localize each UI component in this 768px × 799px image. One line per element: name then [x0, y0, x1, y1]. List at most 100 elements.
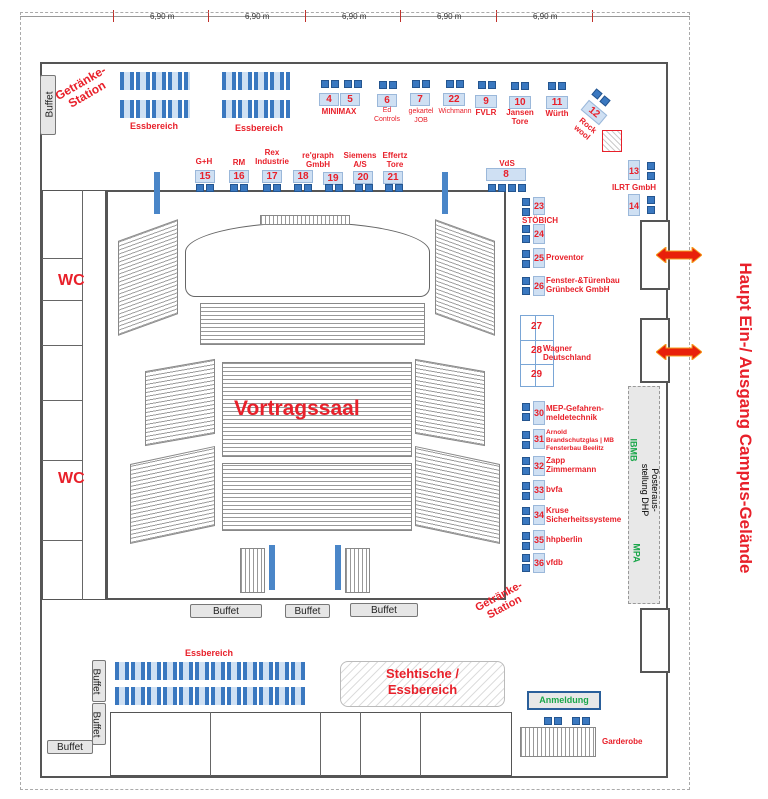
- stand-13: 13: [628, 160, 640, 180]
- hatched-area: [602, 130, 622, 152]
- booth: [522, 413, 530, 421]
- stand-29: 29: [531, 369, 543, 380]
- booth: [544, 717, 552, 725]
- stand-8: 8: [486, 168, 526, 181]
- stand-31: 31: [533, 429, 545, 449]
- dimension-line: [20, 16, 690, 17]
- wall: [42, 300, 82, 301]
- seating-block: [200, 303, 425, 345]
- exhibitor-gekartel: gekartel JOB: [408, 108, 434, 124]
- exhibitor-vfdb: vfdb: [546, 558, 563, 567]
- exhibitor-zapp: Zapp Zimmermann: [546, 456, 597, 474]
- stand-15: 15: [195, 170, 215, 183]
- booth: [522, 467, 530, 475]
- booth: [488, 81, 496, 89]
- booth: [354, 80, 362, 88]
- booth: [522, 542, 530, 550]
- stand-26: 26: [533, 276, 545, 296]
- booth: [412, 80, 420, 88]
- stand-35: 35: [533, 530, 545, 550]
- wall: [42, 345, 82, 346]
- booth: [263, 184, 271, 192]
- arrow-icon: [442, 172, 448, 214]
- booth: [511, 82, 519, 90]
- booth: [522, 507, 530, 515]
- booth: [446, 80, 454, 88]
- wall: [320, 712, 321, 776]
- booth: [522, 482, 530, 490]
- stand-23: 23: [533, 197, 545, 215]
- stand-30: 30: [533, 401, 545, 425]
- exhibitor-rex-industrie: Rex Industrie: [255, 148, 289, 166]
- booth: [331, 80, 339, 88]
- dimension-tick: [400, 10, 401, 22]
- booth: [522, 198, 530, 206]
- left-core: [42, 190, 106, 600]
- booth: [522, 260, 530, 268]
- bottom-rooms: [110, 712, 512, 776]
- entrance-door[interactable]: [640, 608, 670, 673]
- dimension-label: 6,90 m: [533, 12, 558, 21]
- exhibitor-wichmann: Wichmann: [438, 108, 472, 115]
- booth: [385, 184, 393, 192]
- stairs: [345, 548, 370, 593]
- dining-area-label: Essbereich: [235, 123, 284, 133]
- booth: [548, 82, 556, 90]
- exhibitor-stoebich: STÖBICH: [522, 216, 558, 225]
- stand-27: 27: [531, 321, 543, 332]
- buffet: Buffet: [285, 604, 330, 618]
- booth: [522, 403, 530, 411]
- exhibitor-gruenbeck: Fenster-&Türenbau Grünbeck GmbH: [546, 276, 620, 294]
- booth: [522, 235, 530, 243]
- dimension-label: 6,90 m: [342, 12, 367, 21]
- registration-desk[interactable]: Anmeldung: [527, 691, 601, 710]
- exhibitor-ilrt: ILRT GmbH: [612, 183, 656, 192]
- turnstiles: [520, 727, 596, 757]
- wall: [42, 540, 82, 541]
- dimension-label: 6,90 m: [245, 12, 270, 21]
- wall: [42, 460, 82, 461]
- booth: [647, 196, 655, 204]
- booth: [389, 81, 397, 89]
- wc-label: WC: [58, 470, 85, 487]
- booth: [230, 184, 238, 192]
- booth: [522, 457, 530, 465]
- booth: [488, 184, 496, 192]
- exhibitor-proventor: Proventor: [546, 253, 584, 262]
- dining-tables: [120, 72, 190, 90]
- stand-17: 17: [262, 170, 282, 183]
- booth: [522, 277, 530, 285]
- dining-tables: [120, 100, 190, 118]
- seating-block: [222, 463, 412, 531]
- stairs: [240, 548, 265, 593]
- booth: [522, 517, 530, 525]
- booth: [522, 492, 530, 500]
- booth: [206, 184, 214, 192]
- exhibitor-wuerth: Würth: [545, 109, 569, 118]
- exhibitor-vds: VdS: [499, 159, 515, 168]
- dimension-tick: [208, 10, 209, 22]
- buffet: Buffet: [190, 604, 262, 618]
- stand-25: 25: [533, 248, 545, 268]
- booth: [572, 717, 580, 725]
- arrow-icon: [154, 172, 160, 214]
- stand-9: 9: [475, 95, 497, 108]
- stand-36: 36: [533, 553, 545, 573]
- stage: [185, 222, 430, 297]
- stage-steps: [260, 215, 350, 225]
- booth: [294, 184, 302, 192]
- mpa-label: MPA: [631, 543, 642, 563]
- seating-block: [415, 358, 485, 447]
- stand-16: 16: [229, 170, 249, 183]
- dimension-label: 6,90 m: [437, 12, 462, 21]
- booth: [522, 564, 530, 572]
- booth: [395, 184, 403, 192]
- exhibitor-rm: RM: [232, 158, 246, 167]
- stand-7: 7: [410, 93, 430, 106]
- booth: [304, 184, 312, 192]
- booth: [508, 184, 516, 192]
- exhibitor-minimax: MINIMAX: [321, 107, 357, 116]
- exhibitor-effertz: Effertz Tore: [382, 151, 408, 169]
- wall: [360, 712, 361, 776]
- booth: [582, 717, 590, 725]
